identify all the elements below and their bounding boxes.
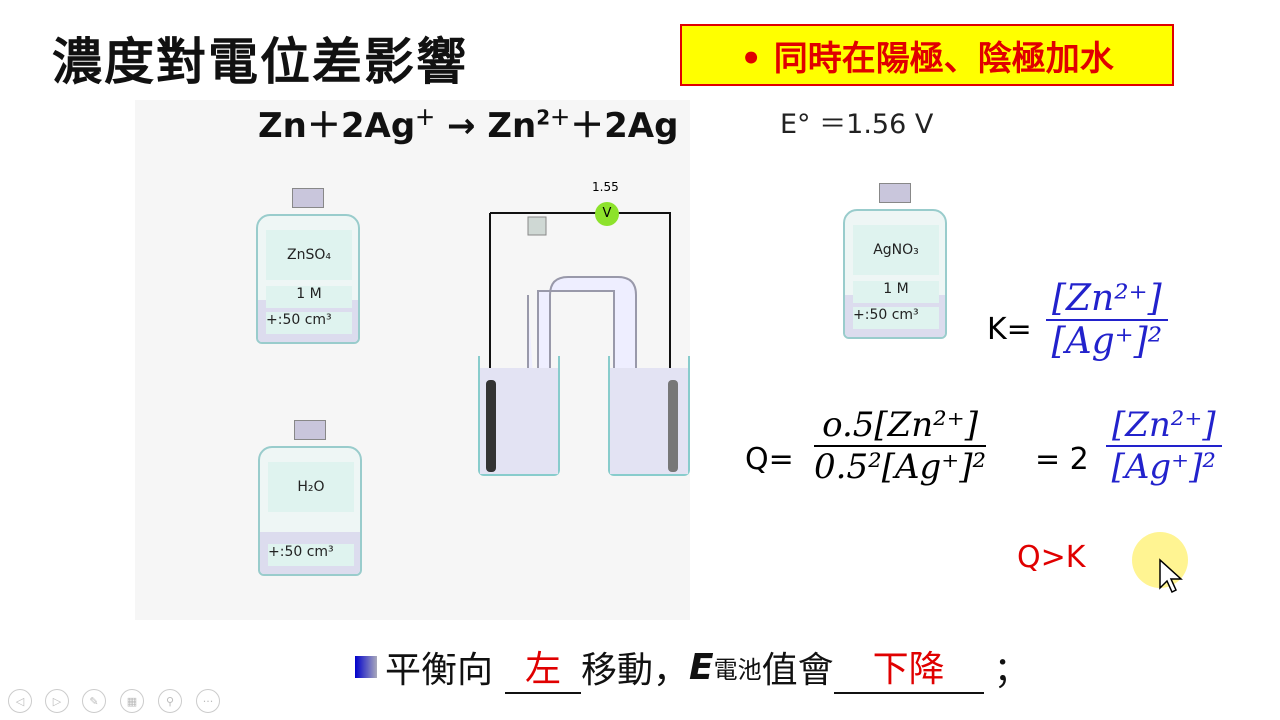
- bottle-agno3[interactable]: AgNO₃ 1 M +:50 cm³: [843, 183, 947, 343]
- reaction-equation: Zn＋2Ag＋ → Zn2＋＋2Ag: [258, 98, 678, 147]
- bottle-body: AgNO₃ 1 M +:50 cm³: [843, 209, 947, 339]
- e-subscript: 電池: [713, 655, 762, 684]
- q2-numerator: [Zn²⁺]: [1106, 405, 1222, 447]
- bottle-label: H₂O: [268, 462, 354, 512]
- bottle-znso4[interactable]: ZnSO₄ 1 M +:50 cm³: [256, 188, 360, 348]
- bottle-add[interactable]: +:50 cm³: [268, 544, 354, 566]
- slides-grid-icon[interactable]: ▦: [120, 689, 144, 713]
- q-label: Q=: [745, 442, 794, 477]
- rxn-left: Zn＋2Ag: [258, 106, 416, 146]
- q-compare: Q>K: [1017, 540, 1086, 575]
- answer-decrease: 下降: [833, 640, 984, 694]
- k-label: K=: [987, 312, 1032, 347]
- bottle-add[interactable]: +:50 cm³: [853, 307, 939, 329]
- q2-fraction: [Zn²⁺][Ag⁺]²: [1106, 405, 1222, 487]
- switch-box[interactable]: [527, 216, 547, 236]
- prev-slide-icon[interactable]: ◁: [8, 689, 32, 713]
- bottle-cap: [879, 183, 911, 203]
- text: 值會: [761, 650, 834, 691]
- q-numerator: o.5[Zn²⁺]: [814, 405, 987, 447]
- rxn-arrow: → Zn: [435, 106, 537, 146]
- k-fraction: [Zn²⁺][Ag⁺]²: [1046, 278, 1168, 362]
- answer-left: 左: [505, 640, 582, 694]
- text: ；: [993, 650, 1030, 691]
- slide-title: 濃度對電位差影響: [52, 33, 468, 91]
- rxn-sup1: ＋: [415, 105, 436, 130]
- next-slide-icon[interactable]: ▷: [45, 689, 69, 713]
- bottle-label: AgNO₃: [853, 225, 939, 275]
- voltage-readout: 1.55: [592, 180, 619, 194]
- beaker-anode: [478, 356, 560, 476]
- bottle-conc[interactable]: 1 M: [266, 286, 352, 308]
- bullet-icon: [355, 656, 377, 678]
- voltmeter: V: [595, 202, 619, 226]
- rxn-right: ＋2Ag: [570, 106, 679, 146]
- k-denominator: [Ag⁺]²: [1051, 321, 1163, 362]
- bottle-label: ZnSO₄: [266, 230, 352, 280]
- text: 移動，: [581, 650, 690, 691]
- note-box: • 同時在陽極、陰極加水: [680, 24, 1174, 86]
- q-denominator: 0.5²[Ag⁺]²: [814, 447, 987, 487]
- k-numerator: [Zn²⁺]: [1046, 278, 1168, 321]
- bottle-add[interactable]: +:50 cm³: [266, 312, 352, 334]
- rxn-sup2: 2＋: [536, 105, 571, 130]
- zn-electrode: [486, 380, 496, 472]
- mouse-cursor-icon: [1159, 558, 1183, 594]
- e-symbol: E: [689, 646, 714, 688]
- text: 平衡向: [385, 650, 494, 691]
- bottle-conc[interactable]: 1 M: [853, 281, 939, 303]
- ag-electrode: [668, 380, 678, 472]
- bottle-cap: [294, 420, 326, 440]
- bottle-body: ZnSO₄ 1 M +:50 cm³: [256, 214, 360, 344]
- zoom-icon[interactable]: ⚲: [158, 689, 182, 713]
- simulation-panel: [135, 100, 690, 620]
- bottle-body: H₂O +:50 cm³: [258, 446, 362, 576]
- q-equals: = 2: [1035, 442, 1089, 477]
- q-fraction: o.5[Zn²⁺]0.5²[Ag⁺]²: [814, 405, 987, 487]
- more-options-icon[interactable]: ···: [196, 689, 220, 713]
- q2-denominator: [Ag⁺]²: [1111, 447, 1217, 487]
- beaker-cathode: [608, 356, 690, 476]
- pen-icon[interactable]: ✎: [82, 689, 106, 713]
- standard-potential: E° ＝1.56 V: [780, 109, 934, 140]
- bottle-cap: [292, 188, 324, 208]
- bottle-h2o[interactable]: H₂O +:50 cm³: [258, 420, 362, 580]
